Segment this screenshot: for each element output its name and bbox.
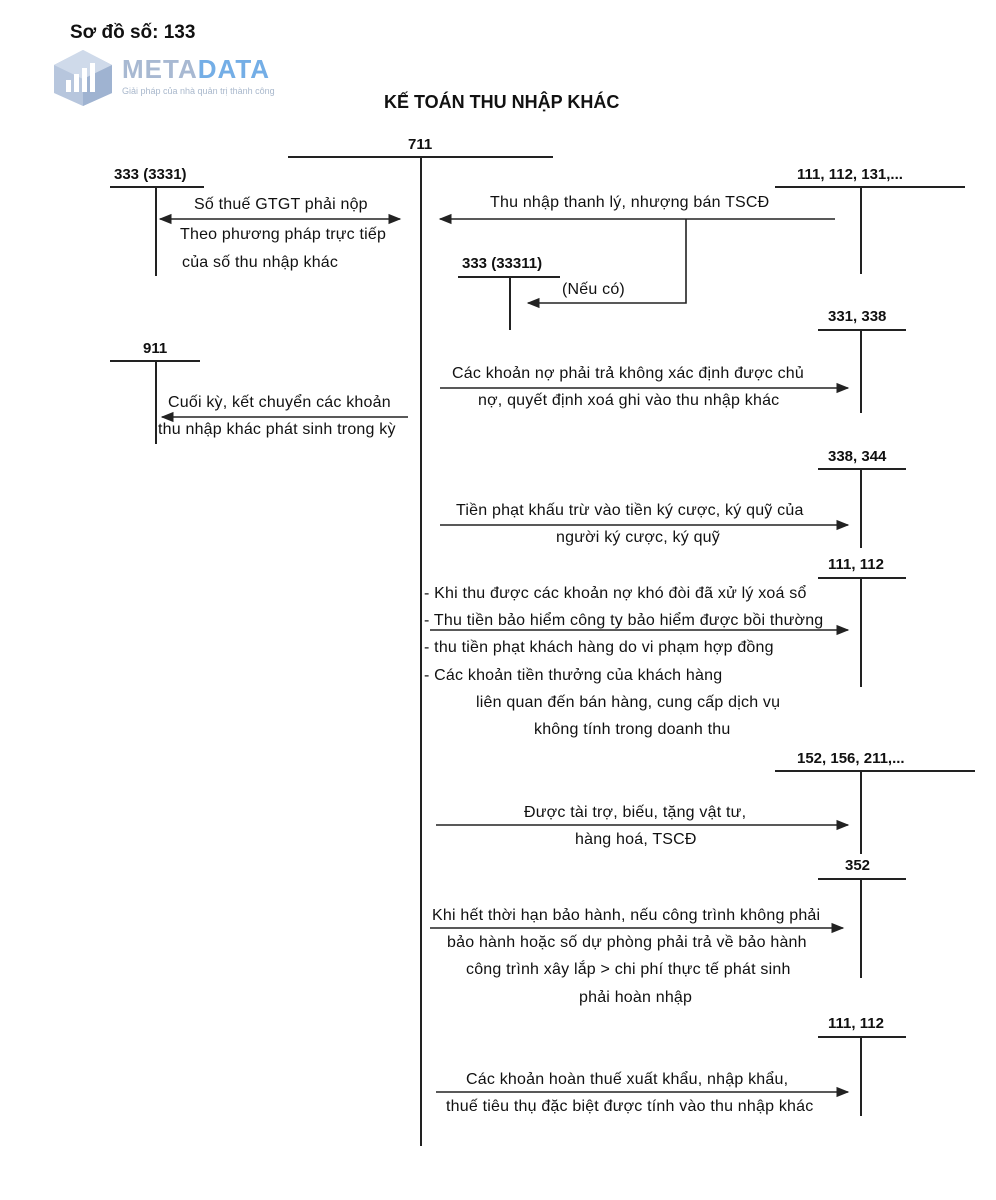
penalty-text-line2: người ký cược, ký quỹ — [556, 529, 720, 546]
if-any-arrow — [526, 219, 687, 309]
close-text-line2: thu nhập khác phát sinh trong kỳ — [158, 421, 396, 438]
debt-text-line2: nợ, quyết định xoá ghi vào thu nhập khác — [478, 392, 780, 409]
logo-brand-meta: META — [122, 54, 198, 84]
account-338-344-label: 338, 344 — [828, 448, 887, 465]
account-331-338-top-line — [818, 329, 906, 331]
account-111-112-a-top-line — [818, 577, 906, 579]
account-711-axis — [420, 156, 422, 1146]
warranty-text-line1: Khi hết thời hạn bảo hành, nếu công trìn… — [432, 907, 821, 924]
misc-text-line3: - thu tiền phạt khách hàng do vi phạm hợ… — [424, 639, 774, 656]
account-111-112-a-label: 111, 112 — [828, 556, 884, 573]
account-33311-label: 333 (33311) — [462, 255, 543, 272]
account-352-top-line — [818, 878, 906, 880]
warranty-text-line4: phải hoàn nhập — [579, 989, 693, 1006]
grant-text-line1: Được tài trợ, biếu, tặng vật tư, — [524, 804, 747, 821]
debt-text-line1: Các khoản nợ phải trả không xác định đượ… — [452, 365, 805, 382]
account-152-156-211-top-line — [775, 770, 975, 772]
page-title: KẾ TOÁN THU NHẬP KHÁC — [384, 92, 620, 112]
refund-text-line2: thuế tiêu thụ đặc biệt được tính vào thu… — [446, 1098, 814, 1115]
close-text-line1: Cuối kỳ, kết chuyển các khoản — [168, 394, 391, 411]
account-3331-top-line — [110, 186, 204, 188]
vat-text-line2: Theo phương pháp trực tiếp — [180, 226, 387, 243]
account-338-344-axis — [860, 468, 862, 548]
account-152-156-211-axis — [860, 770, 862, 854]
account-331-338-label: 331, 338 — [828, 308, 887, 325]
account-338-344-top-line — [818, 468, 906, 470]
account-33311-axis — [509, 276, 511, 330]
account-3331-label: 333 (3331) — [114, 166, 187, 183]
account-111-112-131-label: 111, 112, 131,... — [797, 166, 903, 183]
account-711-label: 711 — [408, 136, 433, 153]
if-any-text: (Nếu có) — [562, 281, 625, 298]
refund-text-line1: Các khoản hoàn thuế xuất khẩu, nhập khẩu… — [466, 1071, 789, 1088]
metadata-logo: METADATA Giải pháp của nhà quản trị thàn… — [50, 48, 300, 108]
vat-text-line1: Số thuế GTGT phải nộp — [194, 196, 368, 213]
account-911-label: 911 — [143, 340, 168, 357]
grant-text-line2: hàng hoá, TSCĐ — [575, 831, 697, 848]
account-111-112-131-axis — [860, 186, 862, 274]
logo-brand-data: DATA — [197, 54, 271, 84]
account-152-156-211-label: 152, 156, 211,... — [797, 750, 905, 767]
misc-text-line2: - Thu tiền bảo hiểm công ty bảo hiểm đượ… — [424, 612, 824, 629]
penalty-text-line1: Tiền phạt khấu trừ vào tiền ký cược, ký … — [456, 502, 804, 519]
account-352-axis — [860, 878, 862, 978]
misc-text-line1: - Khi thu được các khoản nợ khó đòi đã x… — [424, 585, 807, 602]
account-111-112-131-top-line — [775, 186, 965, 188]
account-111-112-a-axis — [860, 577, 862, 687]
logo-tagline: Giải pháp của nhà quản trị thành công — [122, 86, 275, 96]
account-111-112-b-axis — [860, 1036, 862, 1116]
diagram-number: Sơ đồ số: 133 — [70, 22, 196, 43]
misc-text-line5: liên quan đến bán hàng, cung cấp dịch vụ — [476, 694, 781, 711]
vat-text-line3: của số thu nhập khác — [182, 254, 339, 271]
account-331-338-axis — [860, 329, 862, 413]
cube-logo-icon — [54, 50, 112, 106]
misc-text-line4: - Các khoản tiền thưởng của khách hàng — [424, 667, 723, 684]
account-111-112-b-label: 111, 112 — [828, 1015, 884, 1032]
account-352-label: 352 — [845, 857, 871, 874]
account-3331-axis — [155, 186, 157, 276]
account-111-112-b-top-line — [818, 1036, 906, 1038]
warranty-text-line2: bảo hành hoặc số dự phòng phải trả về bả… — [447, 934, 807, 951]
warranty-text-line3: công trình xây lắp > chi phí thực tế phá… — [466, 961, 791, 978]
account-911-axis — [155, 360, 157, 444]
misc-text-line6: không tính trong doanh thu — [534, 721, 731, 738]
disposal-text: Thu nhập thanh lý, nhượng bán TSCĐ — [490, 194, 770, 211]
